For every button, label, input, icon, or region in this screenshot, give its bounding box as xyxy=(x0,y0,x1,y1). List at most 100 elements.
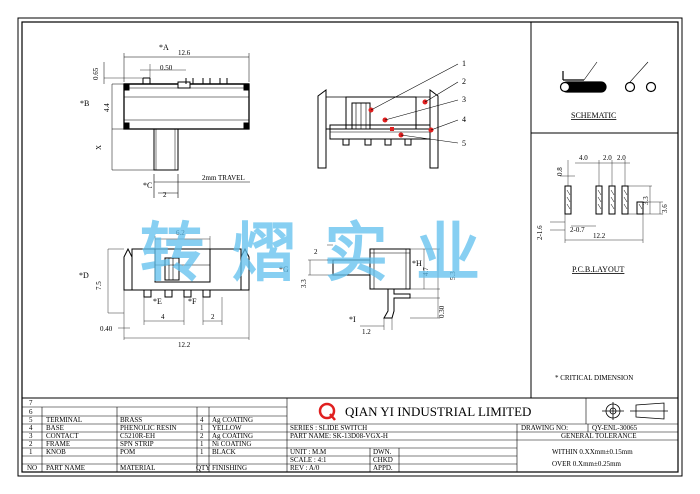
bom-material: BRASS xyxy=(120,416,142,424)
dim-12: 1.2 xyxy=(362,328,371,336)
pcb-dim-20b: 2.0 xyxy=(617,154,626,162)
bom-part-name: KNOB xyxy=(46,448,66,456)
bom-material: PHENOLIC RESIN xyxy=(120,424,177,432)
top-view xyxy=(107,236,250,340)
dim-a-mark: *A xyxy=(159,43,169,52)
dim-53: 5.3 xyxy=(449,271,457,280)
dim-i-mark: *I xyxy=(349,315,356,324)
dim-065: 0.65 xyxy=(92,67,100,80)
dim-33: 3.3 xyxy=(300,279,308,288)
pcb-dim-207: 2-0.7 xyxy=(570,226,585,234)
appd-field: APPD. xyxy=(373,464,393,472)
bom-qty: 4 xyxy=(200,416,204,424)
dim-b-mark: *B xyxy=(80,99,89,108)
bom-qty: 1 xyxy=(200,440,204,448)
bom-finishing: YELLOW xyxy=(212,424,242,432)
dim-a-length: 12.6 xyxy=(178,49,191,57)
tolerance-line-1: WITHIN 0.XXmm±0.15mm xyxy=(552,448,633,456)
part-name-field: PART NAME: SK-13D08-VGX-H xyxy=(290,432,388,440)
pcb-dim-122: 12.2 xyxy=(593,232,606,240)
dim-c-mark: *C xyxy=(143,181,152,190)
projection-symbol xyxy=(602,402,668,420)
pcb-dim-33: 3.3 xyxy=(642,196,650,205)
bom-qty: 1 xyxy=(200,424,204,432)
bom-no: 3 xyxy=(29,432,33,440)
dim-050: 0.50 xyxy=(160,64,173,72)
dim-d-mark: *D xyxy=(79,271,89,280)
bom-qty: 2 xyxy=(200,432,204,440)
dim-f-mark: *F xyxy=(188,297,197,306)
dim-040: 0.40 xyxy=(100,325,113,333)
company-logo xyxy=(318,402,336,421)
schematic-symbol xyxy=(559,61,657,93)
bom-no: 1 xyxy=(29,448,33,456)
cutaway-view xyxy=(317,89,439,169)
bom-finishing: BLACK xyxy=(212,448,236,456)
dim-c-2: 2 xyxy=(163,191,167,199)
dim-g-mark: *G xyxy=(279,265,289,274)
dim-75: 7.5 xyxy=(95,281,103,290)
dim-x: X xyxy=(95,145,103,150)
bom-no: 5 xyxy=(29,416,33,424)
pcb-dim-21: 2-1.6 xyxy=(536,225,544,240)
rev-field: REV : A/0 xyxy=(290,464,320,472)
pcb-dim-20a: 2.0 xyxy=(603,154,612,162)
schematic-label: SCHEMATIC xyxy=(571,111,616,120)
pcb-dim-08: 0.8 xyxy=(556,167,564,176)
callout-2: 2 xyxy=(462,77,466,86)
bom-material: SPN STRIP xyxy=(120,440,154,448)
bom-finishing: Ag COATING xyxy=(212,416,253,424)
bom-finishing: Ni COATING xyxy=(212,440,251,448)
pcb-layout xyxy=(550,160,663,243)
general-tolerance-title: GENERAL TOLERANCE xyxy=(561,432,637,440)
callout-1: 1 xyxy=(462,59,466,68)
critical-dimension-note: * CRITICAL DIMENSION xyxy=(555,374,633,382)
dim-e-mark: *E xyxy=(153,297,162,306)
bom-header-part-name: PART NAME xyxy=(46,464,85,472)
pcb-label: P.C.B.LAYOUT xyxy=(572,265,624,274)
bom-qty: 1 xyxy=(200,448,204,456)
chkd-field: CHKD xyxy=(373,456,393,464)
bom-part-name: FRAME xyxy=(46,440,70,448)
bom-header-qty: QTY xyxy=(196,464,210,472)
pcb-dim-40: 4.0 xyxy=(579,154,588,162)
outer-border xyxy=(17,17,683,477)
tolerance-line-2: OVER 0.Xmm±0.25mm xyxy=(552,460,622,468)
watermark: 转熠实业 xyxy=(140,217,508,291)
dim-2-bottom: 2 xyxy=(211,313,215,321)
bom-material: C5210R-EH xyxy=(120,432,155,440)
dim-side-2: 2 xyxy=(314,248,318,256)
bom-no: 4 xyxy=(29,424,33,432)
callout-3: 3 xyxy=(462,95,466,104)
inner-border xyxy=(21,21,679,473)
bom-material: POM xyxy=(120,448,136,456)
drawing-no-label: DRAWING NO: xyxy=(521,424,568,432)
dim-47: 4.7 xyxy=(422,267,430,276)
unit-field: UNIT : M.M xyxy=(290,448,327,456)
bom-row-7-no: 7 xyxy=(29,399,33,407)
callout-5: 5 xyxy=(462,139,466,148)
scale-field: SCALE : 4:1 xyxy=(290,456,327,464)
company-name: QIAN YI INDUSTRIAL LIMITED xyxy=(345,404,531,419)
dim-44: 4.4 xyxy=(103,103,111,112)
bom-header-material: MATERIAL xyxy=(120,464,155,472)
pcb-dim-36: 3.6 xyxy=(661,204,669,213)
dim-h-mark: *H xyxy=(412,259,422,268)
dwn-field: DWN. xyxy=(373,448,392,456)
dim-travel: 2mm TRAVEL xyxy=(202,174,245,182)
dim-122: 12.2 xyxy=(178,341,191,349)
front-view xyxy=(103,53,250,198)
bom-row-6-no: 6 xyxy=(29,408,33,416)
dim-62: 6.2 xyxy=(176,229,185,237)
dim-030: 0.30 xyxy=(438,305,446,318)
callout-4: 4 xyxy=(462,115,466,124)
bom-part-name: TERMINAL xyxy=(46,416,82,424)
bom-part-name: CONTACT xyxy=(46,432,79,440)
dim-4-bottom: 4 xyxy=(161,313,165,321)
callout-leaders xyxy=(370,63,459,144)
bom-finishing: Ag COATING xyxy=(212,432,253,440)
cutaway-red-marker xyxy=(390,127,394,131)
drawing-no-value: QY-ENL-30065 xyxy=(592,424,638,432)
bom-table: 5 TERMINAL BRASS 4 Ag COATING 4 BASE PHE… xyxy=(27,416,253,472)
